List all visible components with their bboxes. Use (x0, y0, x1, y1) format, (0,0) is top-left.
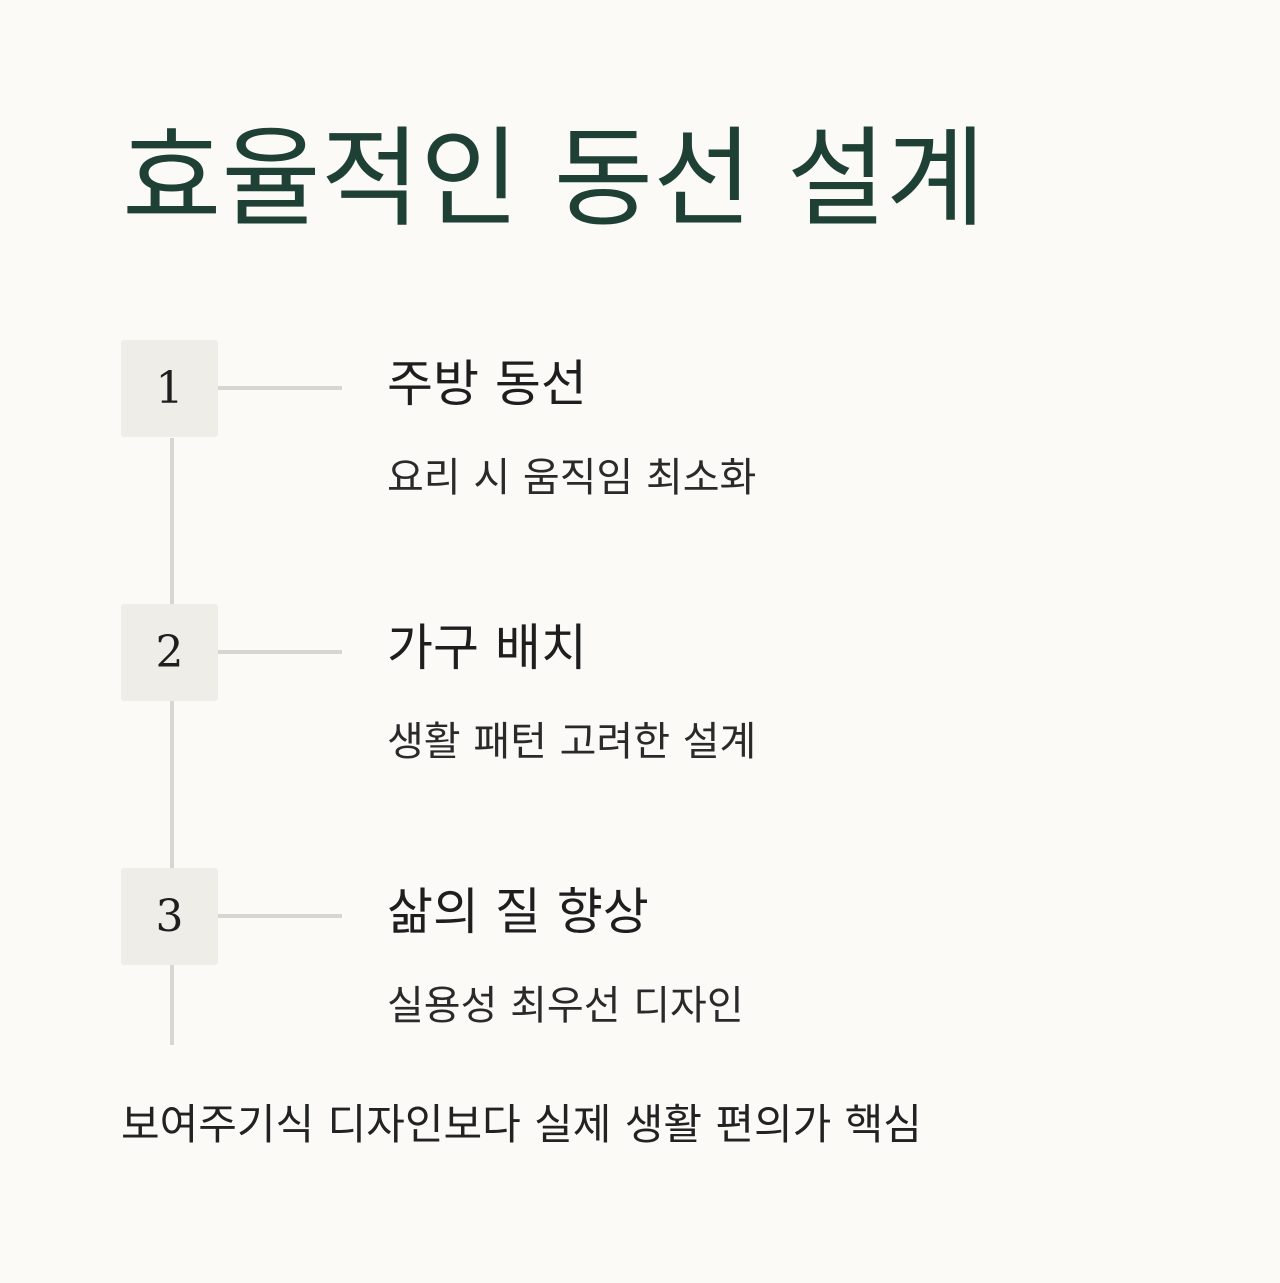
step-connector (218, 386, 342, 390)
step-title: 삶의 질 향상 (387, 883, 649, 941)
step-1: 1 주방 동선 요리 시 움직임 최소화 (121, 340, 1221, 540)
step-description: 요리 시 움직임 최소화 (387, 455, 757, 501)
step-2: 2 가구 배치 생활 패턴 고려한 설계 (121, 604, 1221, 804)
step-title: 가구 배치 (387, 619, 587, 677)
step-description: 실용성 최우선 디자인 (387, 983, 744, 1029)
page-title: 효율적인 동선 설계 (122, 117, 986, 242)
step-title: 주방 동선 (387, 355, 587, 413)
step-3: 3 삶의 질 향상 실용성 최우선 디자인 (121, 868, 1221, 1068)
step-description: 생활 패턴 고려한 설계 (387, 719, 757, 765)
step-connector (218, 914, 342, 918)
step-number-badge: 3 (121, 868, 218, 965)
timeline-line (170, 438, 174, 1045)
step-connector (218, 650, 342, 654)
step-number-badge: 1 (121, 340, 218, 437)
step-number-badge: 2 (121, 604, 218, 701)
footer-note: 보여주기식 디자인보다 실제 생활 편의가 핵심 (121, 1100, 922, 1149)
